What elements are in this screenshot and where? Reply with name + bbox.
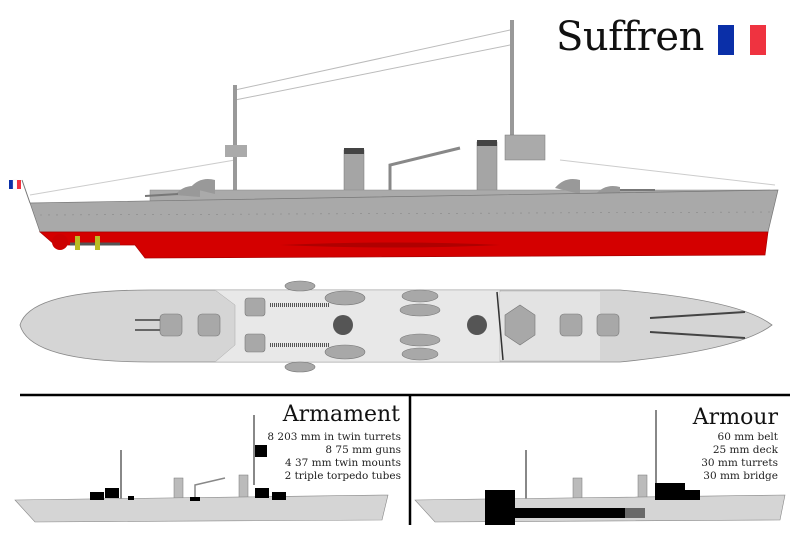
crane [388,146,461,190]
armour-spec: 25 mm deck [712,444,778,456]
funnel-aft [476,141,498,196]
flag-blue-stripe [718,25,734,55]
armament-spec: 8 75 mm guns [325,444,401,456]
funnel-fore [343,149,365,196]
mainmast [510,20,514,160]
side-profile [9,20,779,259]
flag-red-stripe [750,25,766,55]
armament-spec: 8 203 mm in twin turrets [267,431,401,443]
armament-ship-diagram [14,415,389,523]
armour-spec-list: 60 mm belt 25 mm deck 30 mm turrets 30 m… [701,431,778,483]
top-view [19,280,773,373]
armament-spec: 4 37 mm twin mounts [284,457,401,469]
flag-white-stripe [734,25,750,55]
armament-spec-list: 8 203 mm in twin turrets 8 75 mm guns 4 … [267,431,401,483]
ship-name-title: Suffren [556,14,704,60]
armour-spec: 30 mm turrets [701,457,778,469]
french-flag-icon [718,25,766,55]
armour-ship-diagram [414,410,786,525]
foremast [233,85,237,195]
armour-spec: 30 mm bridge [703,470,778,482]
hull-upper [29,189,779,233]
rudder [52,234,68,250]
armour-heading: Armour [692,405,778,430]
armament-heading: Armament [282,402,400,427]
armament-spec: 2 triple torpedo tubes [284,470,401,482]
armour-spec: 60 mm belt [717,431,778,443]
